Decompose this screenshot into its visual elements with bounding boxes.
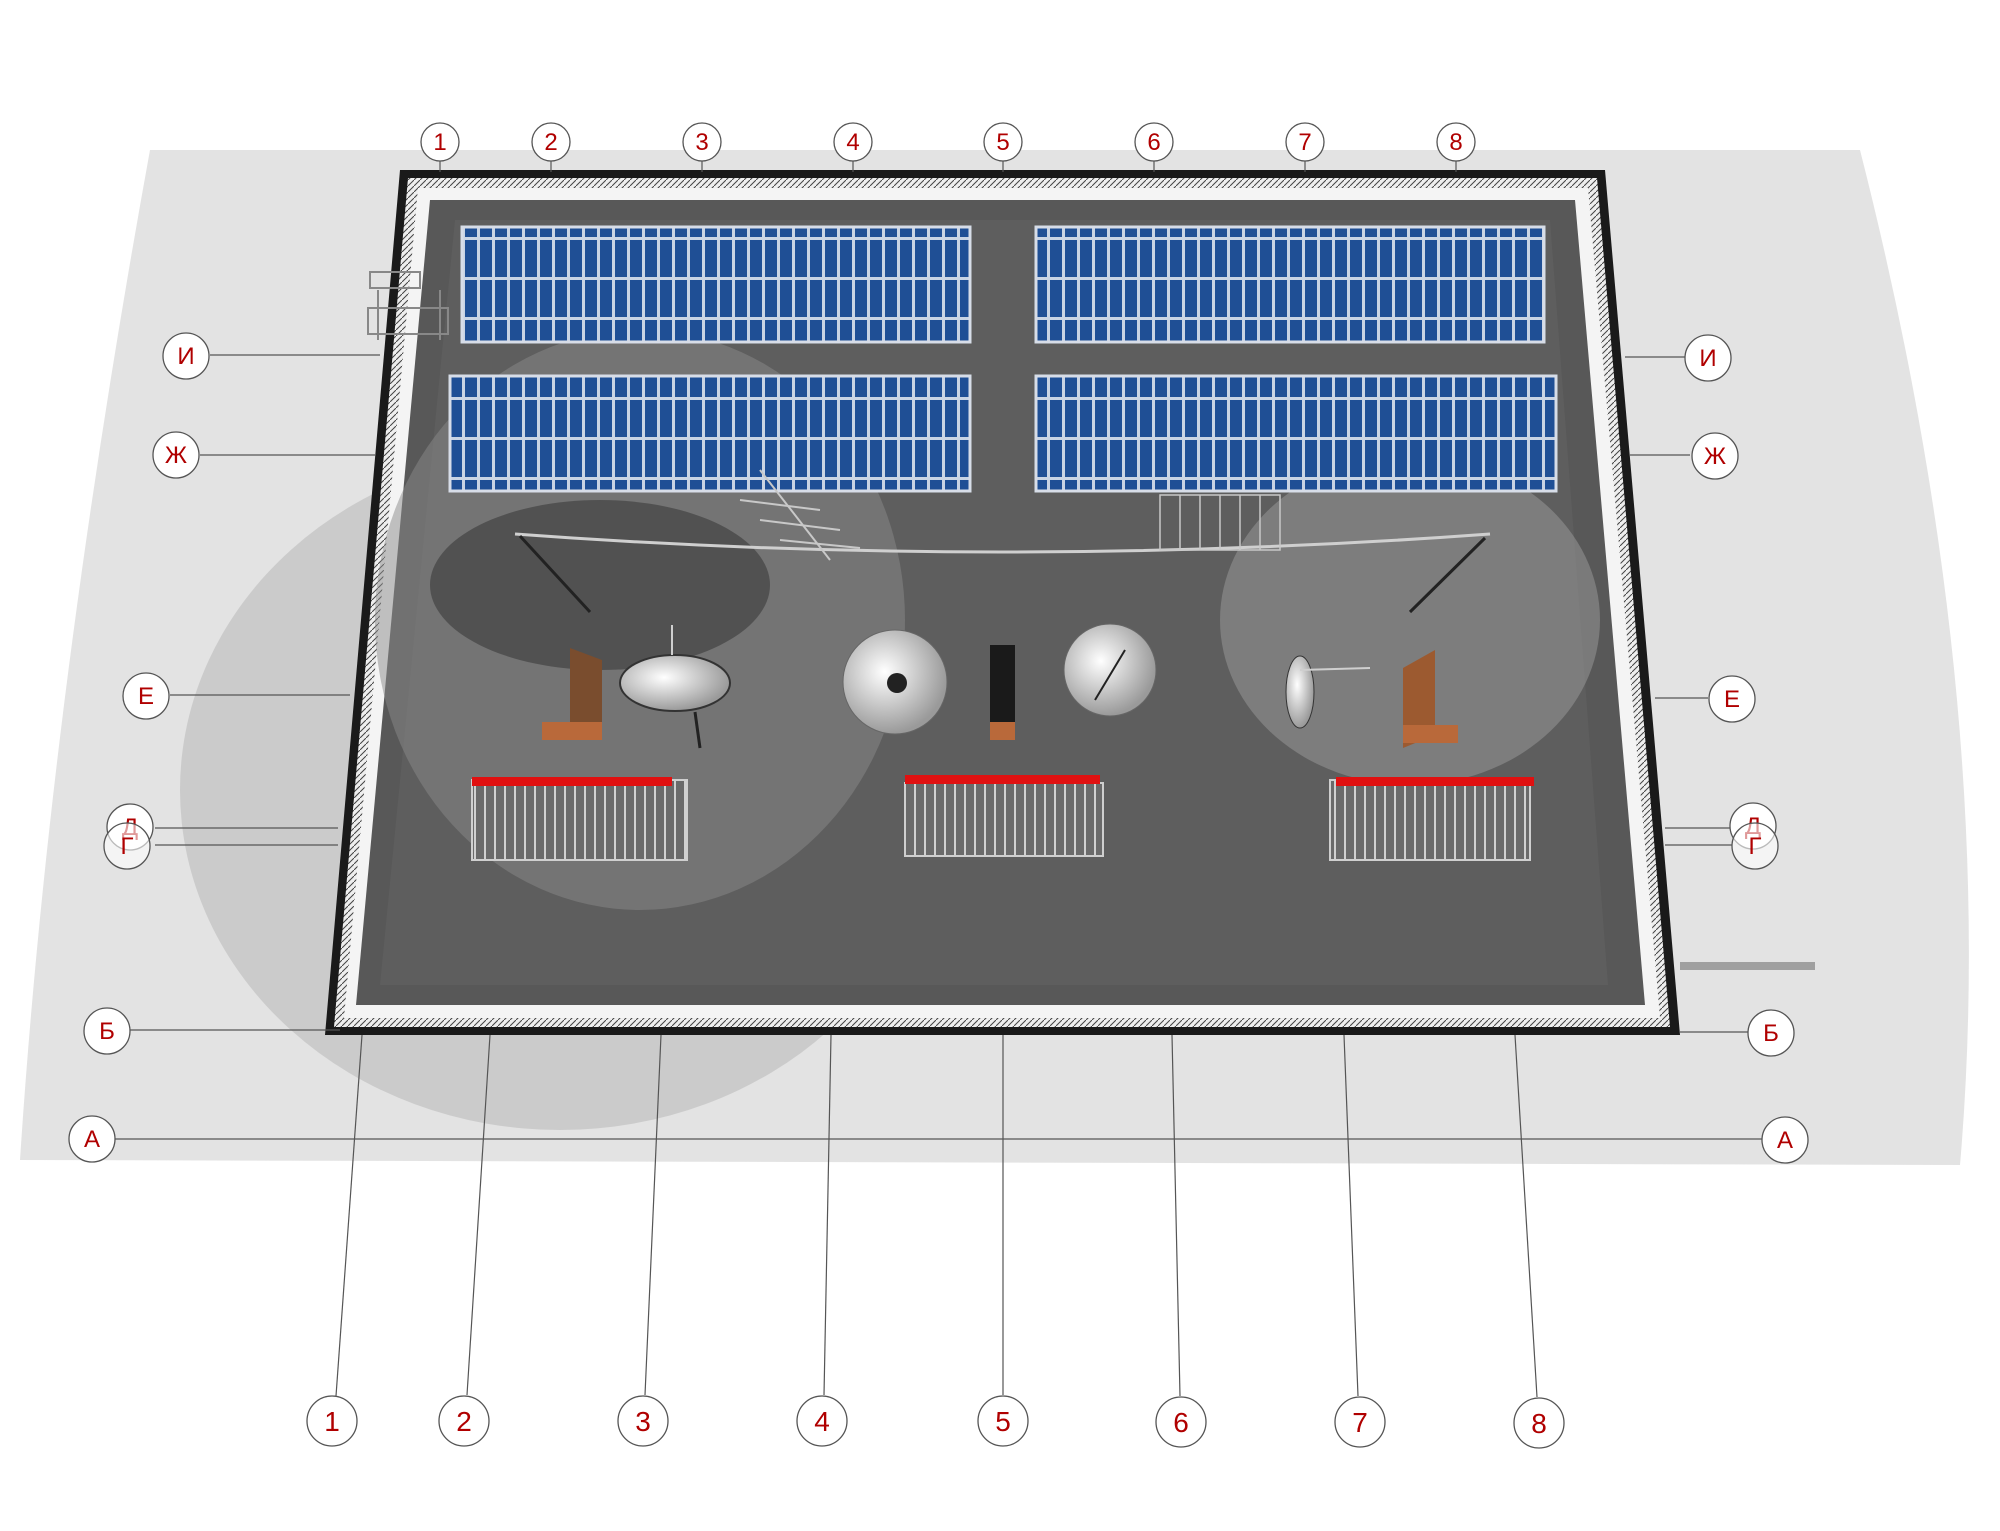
top-axis-4: 4 xyxy=(833,122,873,172)
top-axis-8: 8 xyxy=(1436,122,1476,172)
left-axis-Г: Г xyxy=(103,822,151,870)
ladder-structure xyxy=(367,271,449,340)
rack-center-red-top xyxy=(905,775,1100,784)
solar-array-top-right xyxy=(1034,225,1546,344)
dish-station-center xyxy=(842,623,1157,740)
racks xyxy=(471,775,1534,861)
top-axis-5: 5 xyxy=(983,122,1023,172)
left-axis-label-Ж: Ж xyxy=(165,442,187,469)
bottom-axis-label-2: 2 xyxy=(456,1406,472,1437)
bottom-axis-1: 1 xyxy=(306,1034,363,1447)
column-axis-top: 1 2 3 4 5 6 7 xyxy=(420,122,1476,172)
left-axis-label-Г: Г xyxy=(121,833,134,860)
right-axis-label-А: А xyxy=(1777,1127,1793,1154)
left-axis-Е: Е xyxy=(122,672,170,720)
solar-panels xyxy=(448,225,1558,493)
column-axis-bottom: 1 2 3 4 5 6 7 xyxy=(306,1034,1565,1449)
right-axis-Б: Б xyxy=(1747,1009,1795,1057)
equipment-cabinet-center xyxy=(990,645,1015,727)
bottom-axis-label-4: 4 xyxy=(814,1406,830,1437)
yagi-antenna xyxy=(739,469,861,561)
array-antenna xyxy=(1159,494,1281,551)
bottom-axis-8: 8 xyxy=(1513,1034,1565,1449)
top-axis-6: 6 xyxy=(1134,122,1174,172)
mast-right xyxy=(1408,536,1487,614)
bottom-axis-label-6: 6 xyxy=(1173,1407,1189,1438)
top-axis-7: 7 xyxy=(1285,122,1325,172)
left-axis-Б: Б xyxy=(83,1007,131,1055)
dish-station-left xyxy=(542,625,731,749)
top-axis-label-1: 1 xyxy=(433,129,446,156)
left-axis-И: И xyxy=(162,332,210,380)
right-axis-И: И xyxy=(1684,334,1732,382)
bottom-axis-3: 3 xyxy=(617,1034,669,1447)
dish-station-right xyxy=(1285,650,1458,748)
dish-antenna-center-right xyxy=(1063,623,1157,717)
top-axis-label-3: 3 xyxy=(695,129,708,156)
right-axis-label-Е: Е xyxy=(1724,686,1740,713)
top-axis-label-2: 2 xyxy=(544,129,557,156)
bottom-axis-5: 5 xyxy=(977,1035,1029,1447)
dish-antenna-left xyxy=(619,654,731,712)
left-axis-label-Б: Б xyxy=(99,1018,115,1045)
floor-shadow-right xyxy=(1220,455,1600,785)
solar-array-bottom-right xyxy=(1034,374,1558,493)
rack-left-red-top xyxy=(472,777,672,786)
bottom-axis-2: 2 xyxy=(438,1034,491,1447)
row-axis-right: И Ж Е Д Г Б А xyxy=(1684,334,1809,1164)
bottom-axis-7: 7 xyxy=(1334,1034,1386,1448)
right-axis-label-Г: Г xyxy=(1749,833,1762,860)
left-axis-label-А: А xyxy=(84,1126,100,1153)
row-axis-lines xyxy=(115,354,1762,1140)
right-axis-Г: Г xyxy=(1731,822,1779,870)
right-axis-label-Ж: Ж xyxy=(1704,443,1726,470)
floor-dark-left xyxy=(430,500,770,670)
top-axis-label-5: 5 xyxy=(996,129,1009,156)
left-axis-Ж: Ж xyxy=(152,431,200,479)
bottom-axis-label-7: 7 xyxy=(1352,1407,1368,1438)
solar-array-bottom-left xyxy=(448,374,972,493)
top-axis-label-8: 8 xyxy=(1449,129,1462,156)
row-axis-left: И Ж Е Д Г Б А xyxy=(68,332,210,1163)
right-axis-label-Б: Б xyxy=(1763,1020,1779,1047)
right-axis-А: А xyxy=(1761,1116,1809,1164)
solar-array-top-left xyxy=(460,225,972,344)
right-axis-Е: Е xyxy=(1708,675,1756,723)
rack-right xyxy=(1329,779,1531,861)
left-axis-label-Е: Е xyxy=(138,683,154,710)
top-axis-label-6: 6 xyxy=(1147,129,1160,156)
top-axis-2: 2 xyxy=(531,122,571,172)
right-axis-label-И: И xyxy=(1699,345,1716,372)
bottom-axis-label-5: 5 xyxy=(995,1406,1011,1437)
bottom-axis-label-1: 1 xyxy=(324,1406,340,1437)
top-axis-label-7: 7 xyxy=(1298,129,1311,156)
bottom-axis-label-3: 3 xyxy=(635,1406,651,1437)
rack-center xyxy=(904,782,1104,857)
rack-right-red-top xyxy=(1336,777,1534,786)
left-axis-А: А xyxy=(68,1115,116,1163)
dish-antenna-right xyxy=(1285,655,1315,729)
bottom-axis-6: 6 xyxy=(1155,1034,1207,1448)
top-axis-3: 3 xyxy=(682,122,722,172)
right-axis-Ж: Ж xyxy=(1691,432,1739,480)
bottom-axis-label-8: 8 xyxy=(1531,1408,1547,1439)
rack-left xyxy=(471,779,688,861)
top-axis-label-4: 4 xyxy=(846,129,859,156)
top-axis-1: 1 xyxy=(420,122,460,172)
bottom-axis-4: 4 xyxy=(796,1034,848,1447)
pipe-right xyxy=(1680,962,1815,970)
mast-left xyxy=(518,534,592,614)
left-axis-label-И: И xyxy=(177,343,194,370)
cable-wire xyxy=(514,532,1491,554)
